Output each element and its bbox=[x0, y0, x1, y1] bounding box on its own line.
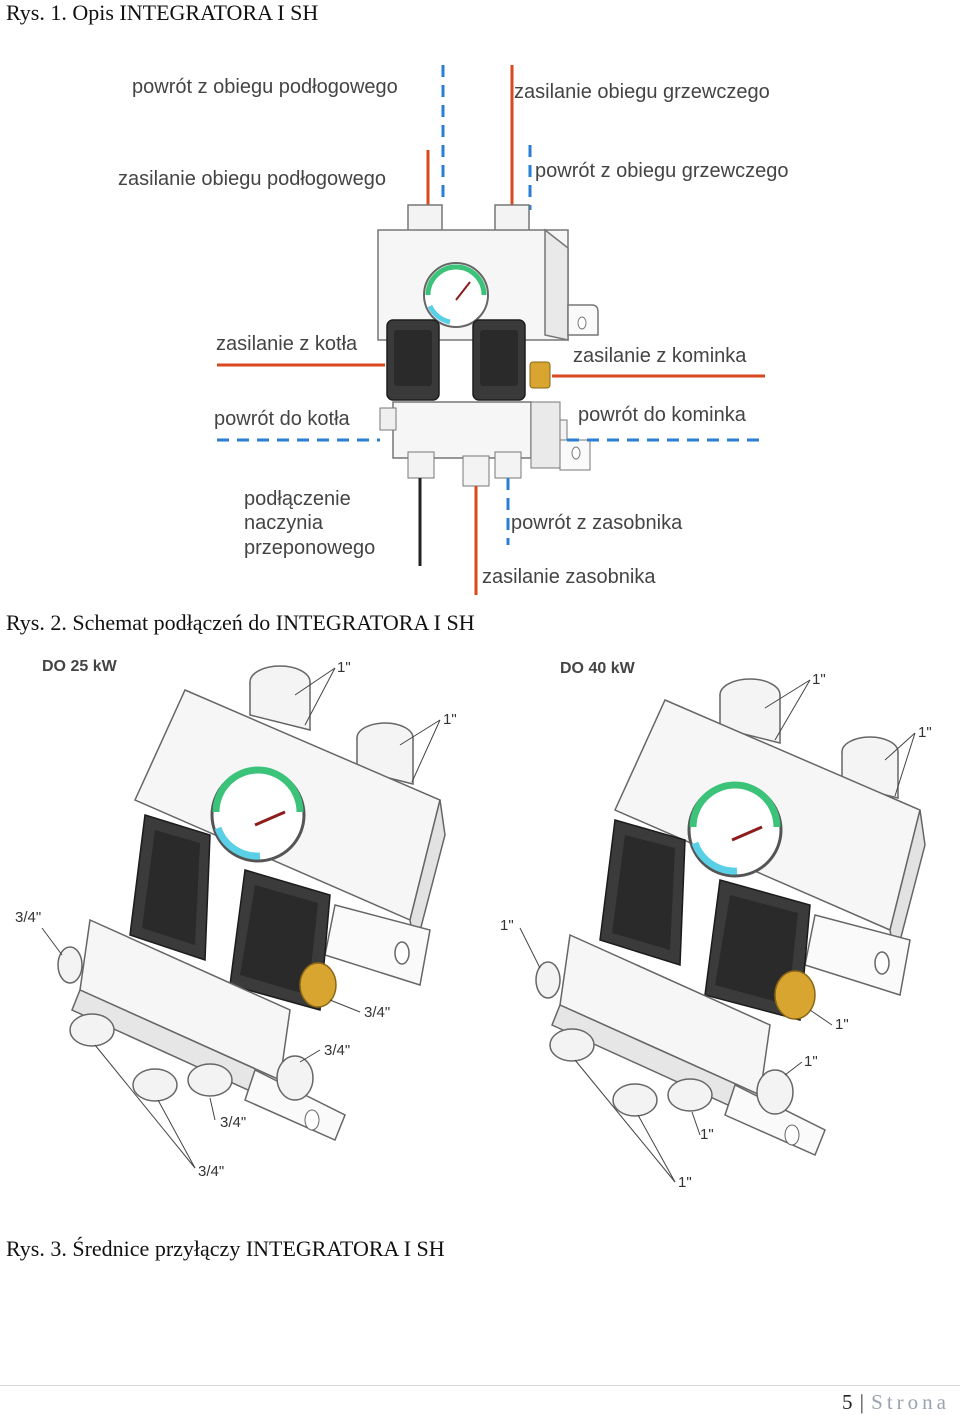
label-zasilanie-podlogowy: zasilanie obiegu podłogowego bbox=[118, 168, 386, 190]
label-powrot-kominek: powrót do kominka bbox=[578, 404, 746, 426]
label-zasilanie-grzewczy: zasilanie obiegu grzewczego bbox=[514, 81, 770, 103]
figure2-caption: Rys. 2. Schemat podłączeń do INTEGRATORA… bbox=[6, 610, 475, 635]
size-label: 1" bbox=[918, 724, 932, 741]
label-naczynie-line2: naczynia bbox=[244, 512, 323, 534]
size-label: 1" bbox=[337, 659, 351, 676]
size-label: 1" bbox=[678, 1174, 692, 1191]
size-label: 3/4" bbox=[198, 1163, 225, 1180]
footer-separator: | bbox=[859, 1390, 865, 1414]
unit-25kw-title: DO 25 kW bbox=[42, 658, 117, 675]
label-powrot-grzewczy: powrót z obiegu grzewczego bbox=[535, 160, 789, 182]
size-label: 1" bbox=[700, 1126, 714, 1143]
size-label: 1" bbox=[812, 671, 826, 688]
size-label: 3/4" bbox=[220, 1114, 247, 1131]
label-powrot-kociol: powrót do kotła bbox=[214, 408, 350, 430]
size-label: 1" bbox=[500, 917, 514, 934]
label-zasilanie-kociol: zasilanie z kotła bbox=[216, 333, 358, 355]
figure3-caption: Rys. 3. Średnice przyłączy INTEGRATORA I… bbox=[6, 1236, 445, 1261]
size-label: 3/4" bbox=[364, 1004, 391, 1021]
brass-fitting bbox=[529, 361, 551, 389]
pressure-gauge bbox=[423, 262, 489, 328]
size-label: 1" bbox=[835, 1016, 849, 1033]
label-powrot-podlogowy: powrót z obiegu podłogowego bbox=[132, 76, 398, 98]
label-naczynie-line1: podłączenie bbox=[244, 488, 351, 510]
label-powrot-zasobnik: powrót z zasobnika bbox=[511, 512, 683, 534]
label-naczynie-line3: przeponowego bbox=[244, 537, 376, 559]
size-label: 1" bbox=[804, 1053, 818, 1070]
label-zasilanie-zasobnik: zasilanie zasobnika bbox=[482, 566, 656, 588]
size-label: 3/4" bbox=[324, 1042, 351, 1059]
footer-divider bbox=[0, 1385, 960, 1386]
lower-manifold bbox=[392, 401, 532, 459]
label-zasilanie-kominek: zasilanie z kominka bbox=[573, 345, 747, 367]
page-footer: 5 | Strona bbox=[842, 1390, 950, 1415]
unit-40kw-title: DO 40 kW bbox=[560, 660, 635, 677]
footer-word: Strona bbox=[871, 1390, 950, 1414]
figure1-caption: Rys. 1. Opis INTEGRATORA I SH bbox=[6, 0, 319, 25]
unit-40kw bbox=[519, 678, 926, 1183]
size-label: 3/4" bbox=[15, 909, 42, 926]
page-number: 5 bbox=[841, 1390, 854, 1414]
size-label: 1" bbox=[443, 711, 457, 728]
unit-25kw bbox=[41, 665, 446, 1169]
